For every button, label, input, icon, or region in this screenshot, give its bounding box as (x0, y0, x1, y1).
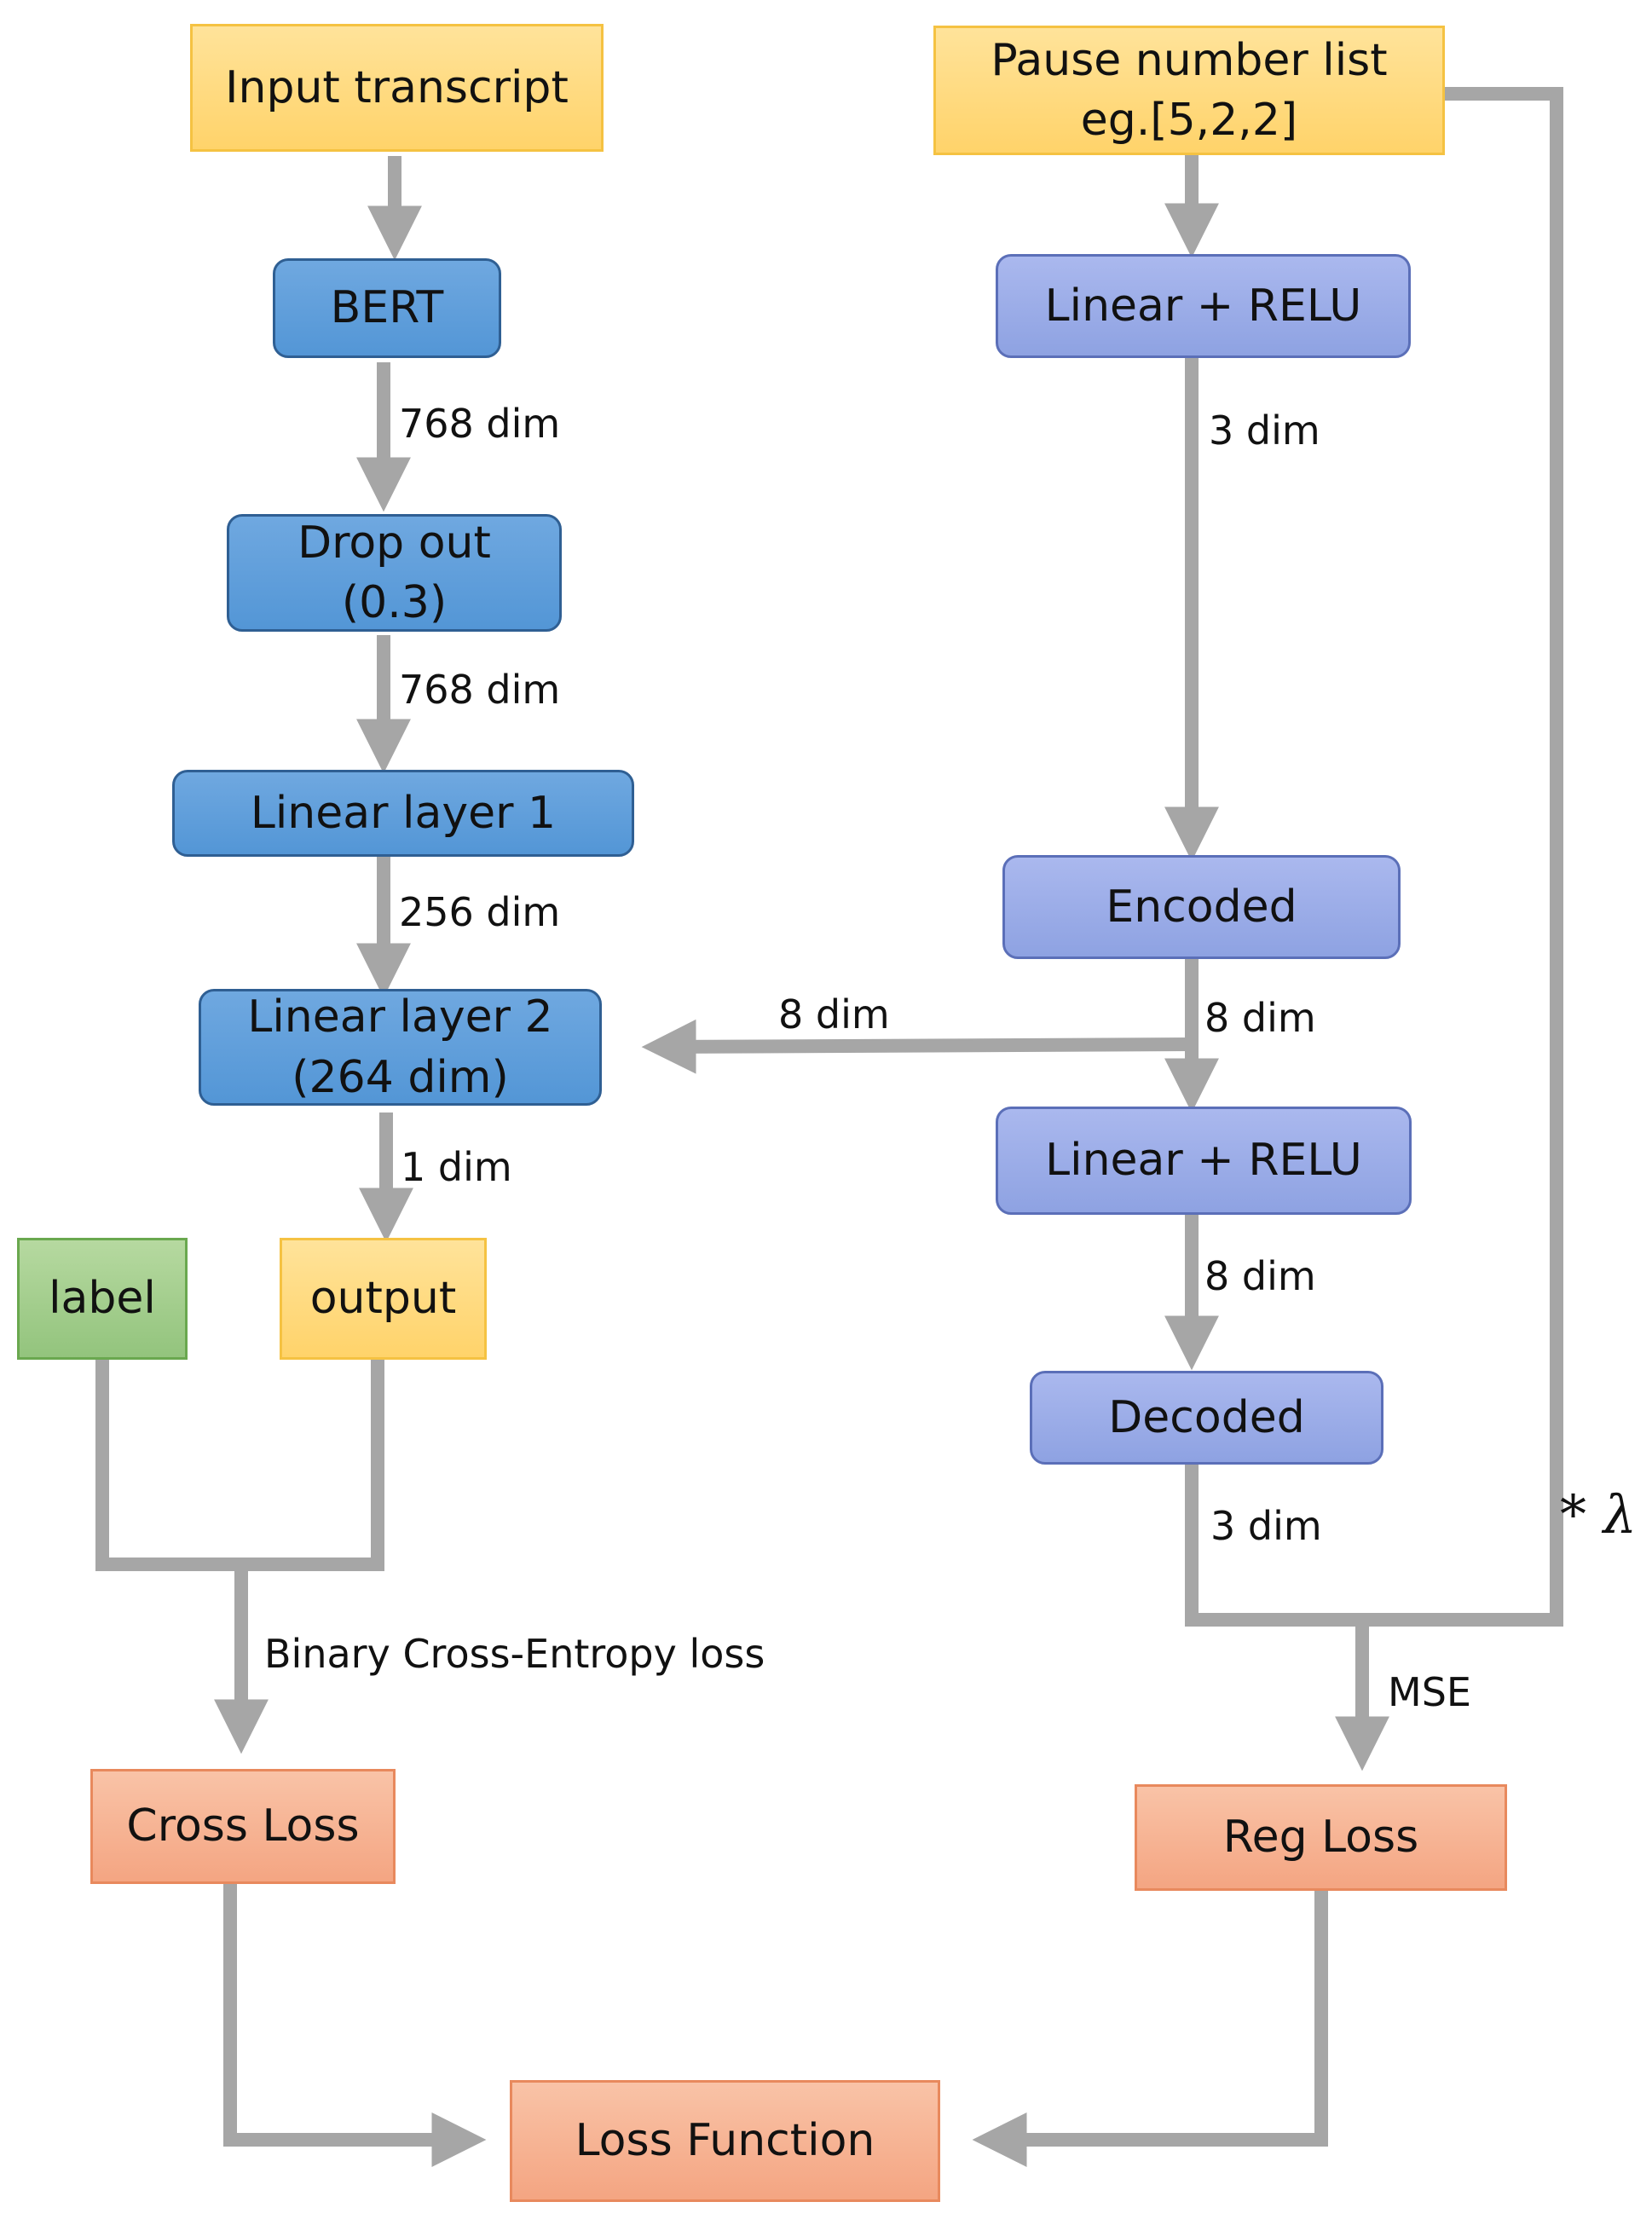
output-node: output (280, 1238, 487, 1360)
label-node: label (17, 1238, 188, 1360)
edge-label-relu2-decoded: 8 dim (1204, 1253, 1316, 1299)
edge-label-linear1-linear2: 256 dim (399, 889, 561, 935)
arrow-encoded-to-linear2 (641, 1019, 1193, 1074)
reg-loss-node: Reg Loss (1135, 1784, 1507, 1891)
edge-label-linear2-output: 1 dim (401, 1144, 512, 1190)
arrow-label-output-merge (95, 1360, 384, 1571)
arrow-decoded-mse-merge (1185, 87, 1563, 1627)
cross-loss-node: Cross Loss (90, 1769, 396, 1884)
linear-layer-1-node: Linear layer 1 (172, 770, 634, 857)
edge-label-dropout-linear1: 768 dim (399, 667, 561, 713)
edge-label-bert-dropout: 768 dim (399, 401, 561, 447)
arrow-cross-to-loss-function (223, 1884, 487, 2167)
encoded-node: Encoded (1002, 855, 1401, 959)
bert-node: BERT (273, 258, 501, 358)
edge-label-encoded-relu2: 8 dim (1204, 995, 1316, 1041)
linear-layer-2-node: Linear layer 2 (264 dim) (199, 989, 602, 1106)
pause-number-list-node: Pause number list eg.[5,2,2] (933, 26, 1445, 155)
edge-label-relu1-encoded: 3 dim (1209, 407, 1320, 454)
linear-relu-2-node: Linear + RELU (996, 1107, 1412, 1215)
loss-function-node: Loss Function (510, 2080, 940, 2202)
input-transcript-node: Input transcript (190, 24, 604, 152)
lambda-weight-label: * λ (1560, 1483, 1638, 1546)
edge-label-decoded-mse: 3 dim (1210, 1503, 1322, 1549)
edge-label-encoded-linear2: 8 dim (778, 991, 890, 1037)
dropout-node: Drop out (0.3) (227, 514, 562, 632)
edge-label-bce: Binary Cross-Entropy loss (264, 1631, 765, 1677)
decoded-node: Decoded (1030, 1371, 1383, 1465)
edge-label-mse: MSE (1388, 1669, 1471, 1715)
arrow-reg-to-loss-function (972, 1888, 1328, 2167)
linear-relu-1-node: Linear + RELU (996, 254, 1411, 358)
